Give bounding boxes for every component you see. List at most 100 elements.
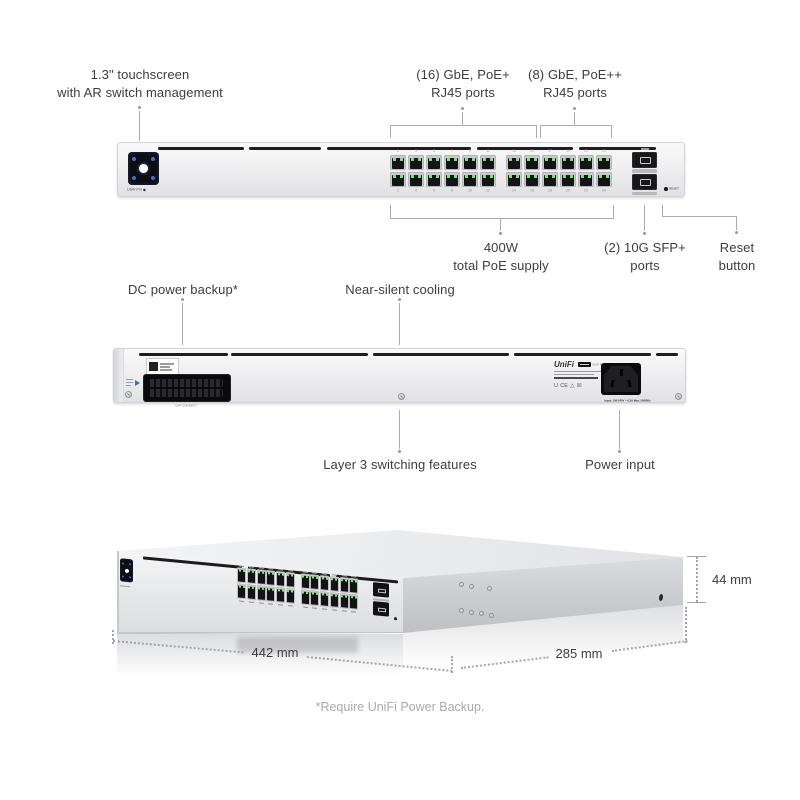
port-led xyxy=(599,158,602,161)
reflection-front xyxy=(117,634,403,684)
rj45-port xyxy=(462,155,478,170)
port-led xyxy=(277,573,280,575)
touchscreen-blue-dot xyxy=(129,563,131,566)
port-led xyxy=(354,580,357,583)
leader-line xyxy=(662,205,663,216)
port-led xyxy=(418,175,421,178)
power-pin-slot xyxy=(619,369,623,376)
port-led xyxy=(465,175,468,178)
port-label-mark xyxy=(331,609,337,611)
port-label: 21 xyxy=(584,149,588,153)
tiny-print-line xyxy=(126,379,133,380)
port-led xyxy=(258,571,260,573)
leader-line xyxy=(462,112,463,125)
annotation-layer3: Layer 3 switching features xyxy=(323,457,477,472)
port-led xyxy=(429,175,432,178)
port-led xyxy=(271,572,274,575)
touchscreen-blue-dot xyxy=(151,176,155,180)
port-led xyxy=(287,590,290,592)
usp-dc-connector xyxy=(143,374,231,402)
chassis-left-edge xyxy=(117,551,119,634)
port-led xyxy=(393,175,396,178)
annotation-poe-supply: 400W total PoE supply xyxy=(411,239,591,274)
front-bottom-edge xyxy=(117,632,403,634)
vent-slot xyxy=(139,353,228,356)
port-led xyxy=(252,570,255,573)
port-led xyxy=(570,158,573,161)
vent-slot xyxy=(514,353,651,356)
vent-slot xyxy=(327,147,471,150)
tiny-print-line xyxy=(126,382,133,383)
usp-connect-label: USP CONNECT xyxy=(175,404,197,408)
port-led xyxy=(411,175,414,178)
cert-mark: CE xyxy=(560,383,568,389)
port-led xyxy=(238,585,241,588)
port-label: 16 xyxy=(530,189,534,193)
port-led xyxy=(311,576,314,579)
tiny-print-line xyxy=(126,385,131,386)
rj45-port xyxy=(480,155,496,170)
port-led xyxy=(400,175,403,178)
port-led xyxy=(563,175,566,178)
port-label: 24 xyxy=(602,189,606,193)
dimension-tick xyxy=(687,556,706,557)
rj45-port xyxy=(349,577,359,594)
annotation-gbe8: (8) GbE, PoE++ RJ45 ports xyxy=(490,66,660,101)
port-led xyxy=(341,579,343,581)
leader-line xyxy=(182,303,183,345)
annotation-gbe16: (16) GbE, PoE+ RJ45 ports xyxy=(378,66,548,101)
rj45-port xyxy=(246,584,256,601)
port-led xyxy=(606,158,609,161)
port-led xyxy=(588,175,591,178)
port-label: 20 xyxy=(566,189,570,193)
port-led xyxy=(545,175,548,178)
port-label-mark xyxy=(268,603,274,605)
port-led xyxy=(331,578,334,580)
bracket-poe-supply xyxy=(390,205,614,219)
dimension-tick xyxy=(685,607,687,643)
leader-line xyxy=(644,205,645,231)
port-led xyxy=(242,569,245,572)
rj45-port xyxy=(237,583,246,600)
port-led xyxy=(345,595,347,598)
rj45-port xyxy=(266,586,276,602)
leader-dot xyxy=(499,232,502,235)
rj45-port xyxy=(329,576,339,592)
screw xyxy=(487,586,492,591)
annotation-line: Reset xyxy=(719,240,755,255)
port-label: 17 xyxy=(548,149,552,153)
port-led xyxy=(588,158,591,161)
port-led xyxy=(490,175,493,178)
port-label: 19 xyxy=(566,149,570,153)
badge-text-mark xyxy=(580,364,589,365)
annotation-line: 400W xyxy=(483,240,519,255)
port-label: 13 xyxy=(512,149,516,153)
label-text-line-bold xyxy=(554,377,598,379)
port-led xyxy=(465,158,468,161)
touchscreen-center-dot xyxy=(139,164,148,173)
port-led xyxy=(454,158,457,161)
port-label-mark xyxy=(331,573,337,576)
port-label: 4 xyxy=(415,189,417,193)
sfp-port xyxy=(373,601,389,617)
touchscreen-center-dot xyxy=(124,568,129,573)
leader-dot xyxy=(181,298,184,301)
port-label: 10 xyxy=(468,189,472,193)
rj45-port xyxy=(276,571,285,587)
touchscreen-blue-dot xyxy=(132,157,136,161)
rj45-port xyxy=(408,155,424,170)
rj45-port xyxy=(285,587,295,604)
chassis-left-cap xyxy=(114,349,124,402)
port-led xyxy=(570,175,573,178)
port-label: 18 xyxy=(548,189,552,193)
port-led xyxy=(277,589,280,591)
port-label: 5 xyxy=(433,149,435,153)
port-led xyxy=(552,158,555,161)
cert-mark: ☒ xyxy=(576,383,582,389)
leader-line xyxy=(736,216,737,230)
leader-line xyxy=(574,112,575,125)
port-label-mark xyxy=(341,610,347,612)
port-led xyxy=(321,577,324,579)
